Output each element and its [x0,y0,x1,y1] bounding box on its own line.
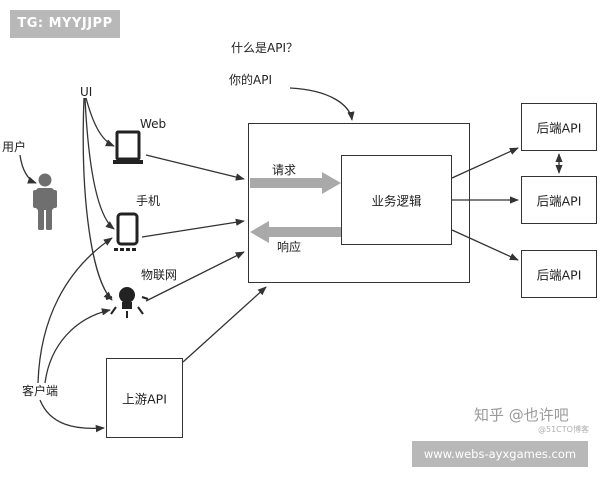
phone-label: 手机 [136,194,161,208]
backend-api-label-2: 后端API [536,193,582,209]
request-arrow [250,172,341,194]
backend-api-label-3: 后端API [536,267,582,283]
backend-api-box-1: 后端API [521,103,597,151]
upstream-api-box: 上游API [106,358,183,438]
iot-label: 物联网 [141,268,178,282]
zhihu-watermark: 知乎 @也许吧 [474,406,569,424]
backend-api-box-3: 后端API [521,250,597,298]
request-label: 请求 [272,163,297,177]
web-label: Web [140,117,167,131]
cto-watermark: @51CTO博客 [538,425,589,434]
ui-label: UI [80,85,93,99]
business-logic-box: 业务逻辑 [341,155,452,245]
api-box [248,123,470,283]
client-label: 客户端 [22,384,59,398]
user-label: 用户 [2,140,27,154]
laptop-icon [113,130,143,164]
your-api-label: 你的API [229,73,272,87]
phone-icon [114,212,139,251]
backend-api-box-2: 后端API [521,176,597,224]
response-label: 响应 [277,240,302,254]
upstream-api-label: 上游API [122,391,167,407]
response-arrow [250,221,341,243]
lightbulb-icon [105,287,149,318]
backend-api-label-1: 后端API [536,120,582,136]
business-logic-label: 业务逻辑 [371,193,422,209]
person-icon [33,173,57,230]
what-is-api-label: 什么是API？ [231,41,298,55]
footer-url: www.webs-ayxgames.com [412,441,588,467]
tg-tag: TG: MYYJJPP [10,10,120,38]
